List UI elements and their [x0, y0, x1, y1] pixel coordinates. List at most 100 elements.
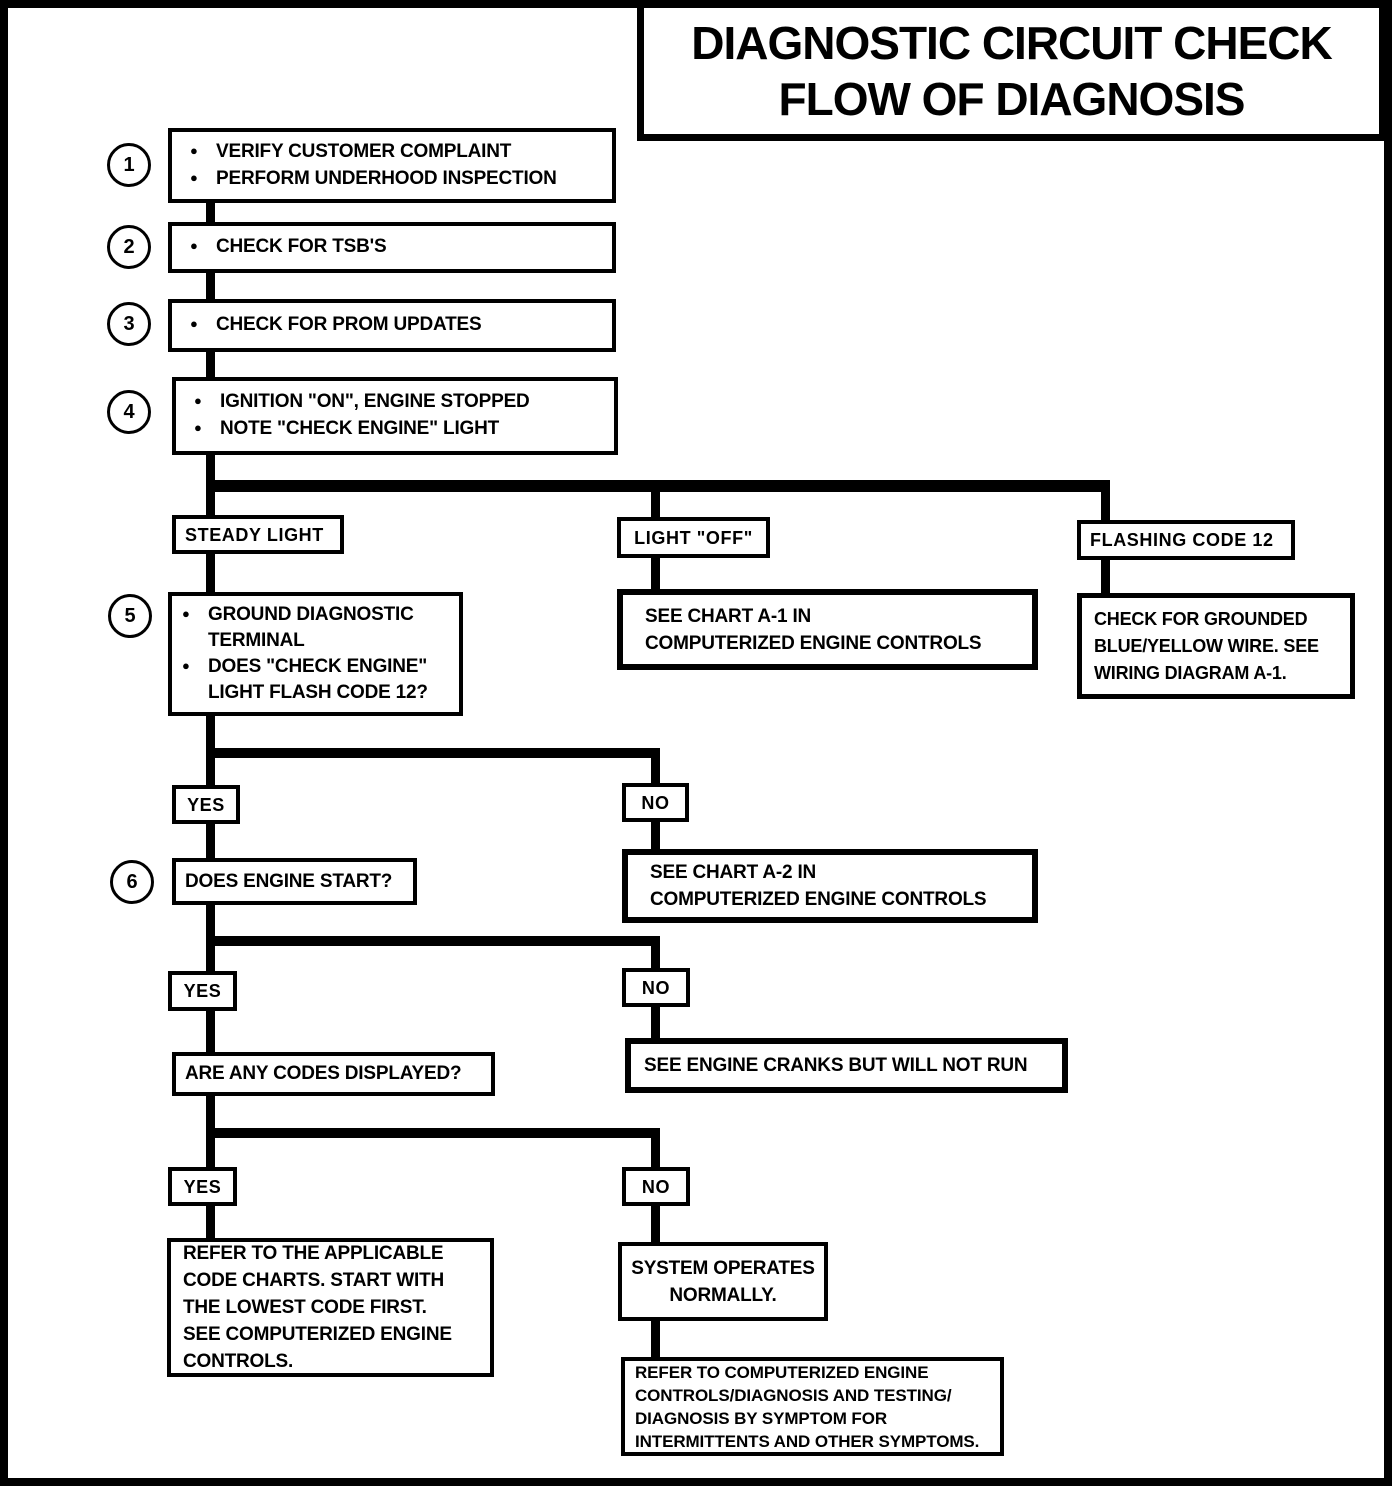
step-4-bullet-2: NOTE "CHECK ENGINE" LIGHT: [220, 418, 500, 439]
codes-displayed-question: ARE ANY CODES DISPLAYED?: [185, 1063, 462, 1084]
flow-line: [206, 902, 215, 942]
steady-light-label: STEADY LIGHT: [185, 524, 324, 545]
code-charts-line-1: REFER TO THE APPLICABLE: [183, 1243, 444, 1264]
intermittents-line-4: INTERMITTENTS AND OTHER SYMPTOMS.: [635, 1431, 980, 1451]
branch-line: [206, 480, 1110, 492]
intermittents-line-3: DIAGNOSIS BY SYMPTOM FOR: [635, 1408, 888, 1428]
step-1-box: VERIFY CUSTOMER COMPLAINT PERFORM UNDERH…: [168, 128, 616, 203]
step-number-1: 1: [107, 143, 151, 187]
no-box-2: NO: [622, 968, 690, 1007]
flow-line: [206, 1093, 215, 1133]
grounded-wire-line-3: WIRING DIAGRAM A-1.: [1094, 662, 1287, 683]
flow-line: [651, 555, 660, 592]
codes-displayed-box: ARE ANY CODES DISPLAYED?: [172, 1052, 495, 1096]
flashing-code-12-label: FLASHING CODE 12: [1090, 530, 1274, 550]
step-6-question: DOES ENGINE START?: [185, 870, 393, 892]
flow-line: [651, 487, 660, 520]
step-2-box: CHECK FOR TSB'S: [168, 222, 616, 273]
flow-line: [206, 1010, 215, 1054]
step-2-bullet-1: CHECK FOR TSB'S: [216, 236, 387, 257]
chart-a2-line-1: SEE CHART A-2 IN: [650, 862, 817, 883]
flow-line: [206, 1135, 215, 1169]
no-box-1: NO: [622, 783, 689, 822]
step-3-box: CHECK FOR PROM UPDATES: [168, 299, 616, 352]
code-charts-box: REFER TO THE APPLICABLE CODE CHARTS. STA…: [167, 1238, 494, 1377]
step-1-bullet-2: PERFORM UNDERHOOD INSPECTION: [216, 167, 557, 189]
chart-a1-line-1: SEE CHART A-1 IN: [645, 605, 812, 627]
flow-line: [206, 1203, 215, 1242]
chart-a1-line-2: COMPUTERIZED ENGINE CONTROLS: [645, 632, 982, 654]
bullet-icon: [190, 234, 216, 261]
grounded-wire-box: CHECK FOR GROUNDED BLUE/YELLOW WIRE. SEE…: [1077, 593, 1355, 699]
code-charts-line-3: THE LOWEST CODE FIRST.: [183, 1297, 427, 1318]
steady-light-box: STEADY LIGHT: [172, 515, 344, 554]
flow-line: [651, 819, 660, 851]
bullet-icon: [194, 389, 220, 416]
step-number-5: 5: [108, 594, 152, 638]
flow-line: [651, 1004, 660, 1040]
step-number-2: 2: [107, 225, 151, 269]
yes-box-1: YES: [172, 785, 240, 824]
intermittents-line-2: CONTROLS/DIAGNOSIS AND TESTING/: [635, 1385, 952, 1405]
no-label: NO: [641, 1176, 671, 1197]
code-charts-line-2: CODE CHARTS. START WITH: [183, 1270, 445, 1291]
code-charts-line-4: SEE COMPUTERIZED ENGINE: [183, 1324, 452, 1345]
engine-cranks-box: SEE ENGINE CRANKS BUT WILL NOT RUN: [625, 1038, 1068, 1093]
grounded-wire-line-1: CHECK FOR GROUNDED: [1094, 608, 1308, 629]
step-6-box: DOES ENGINE START?: [172, 858, 417, 905]
flow-line: [1101, 487, 1110, 522]
bullet-icon: [182, 654, 208, 681]
flashing-code-12-box: FLASHING CODE 12: [1077, 520, 1295, 560]
bullet-icon: [194, 416, 220, 443]
bullet-icon: [190, 139, 216, 166]
chart-a1-box: SEE CHART A-1 IN COMPUTERIZED ENGINE CON…: [617, 589, 1038, 670]
flow-line: [206, 270, 215, 302]
flow-line: [206, 350, 215, 380]
flow-line: [651, 753, 660, 785]
system-normal-line-1: SYSTEM OPERATES: [631, 1257, 815, 1279]
no-label: NO: [641, 792, 670, 813]
light-off-label: LIGHT "OFF": [634, 527, 753, 548]
system-normal-box: SYSTEM OPERATES NORMALLY.: [618, 1242, 828, 1321]
yes-box-3: YES: [168, 1167, 237, 1206]
step-4-box: IGNITION "ON", ENGINE STOPPED NOTE "CHEC…: [172, 377, 618, 455]
step-number-6: 6: [110, 860, 154, 904]
step-3-bullet-1: CHECK FOR PROM UPDATES: [216, 314, 482, 335]
step-number-4: 4: [107, 390, 151, 434]
title-line-2: FLOW OF DIAGNOSIS: [778, 72, 1246, 125]
system-normal-line-2: NORMALLY.: [669, 1284, 777, 1306]
flow-line: [651, 1318, 660, 1359]
grounded-wire-line-2: BLUE/YELLOW WIRE. SEE: [1094, 635, 1319, 656]
step-5-bullet-1-line-1: GROUND DIAGNOSTIC: [208, 604, 414, 625]
flow-line: [206, 713, 215, 753]
branch-line: [206, 936, 660, 946]
flow-line: [651, 940, 660, 970]
flow-line: [1101, 557, 1110, 595]
step-5-bullet-2-line-1: DOES "CHECK ENGINE": [208, 656, 428, 677]
intermittents-line-1: REFER TO COMPUTERIZED ENGINE: [635, 1362, 929, 1382]
step-4-bullet-1: IGNITION "ON", ENGINE STOPPED: [220, 391, 530, 412]
chart-a2-box: SEE CHART A-2 IN COMPUTERIZED ENGINE CON…: [622, 849, 1038, 923]
flow-line: [206, 551, 215, 596]
flow-line: [206, 940, 215, 973]
intermittents-box: REFER TO COMPUTERIZED ENGINE CONTROLS/DI…: [621, 1357, 1004, 1456]
flow-line: [206, 821, 215, 861]
no-label: NO: [641, 977, 671, 998]
step-1-bullet-1: VERIFY CUSTOMER COMPLAINT: [216, 140, 512, 162]
branch-line: [206, 748, 660, 758]
flow-line: [651, 1135, 660, 1169]
step-5-bullet-1: GROUND DIAGNOSTIC TERMINAL: [208, 602, 459, 654]
bullet-icon: [190, 166, 216, 193]
flow-line: [206, 486, 215, 518]
chart-a2-line-2: COMPUTERIZED ENGINE CONTROLS: [650, 889, 987, 910]
code-charts-line-5: CONTROLS.: [183, 1351, 294, 1372]
no-box-3: NO: [622, 1167, 690, 1206]
flow-line: [206, 453, 215, 486]
flow-line: [206, 753, 215, 787]
yes-label: YES: [187, 794, 225, 815]
light-off-box: LIGHT "OFF": [617, 517, 770, 558]
title-line-1: DIAGNOSTIC CIRCUIT CHECK: [691, 16, 1332, 69]
yes-box-2: YES: [168, 971, 237, 1011]
bullet-icon: [190, 312, 216, 339]
